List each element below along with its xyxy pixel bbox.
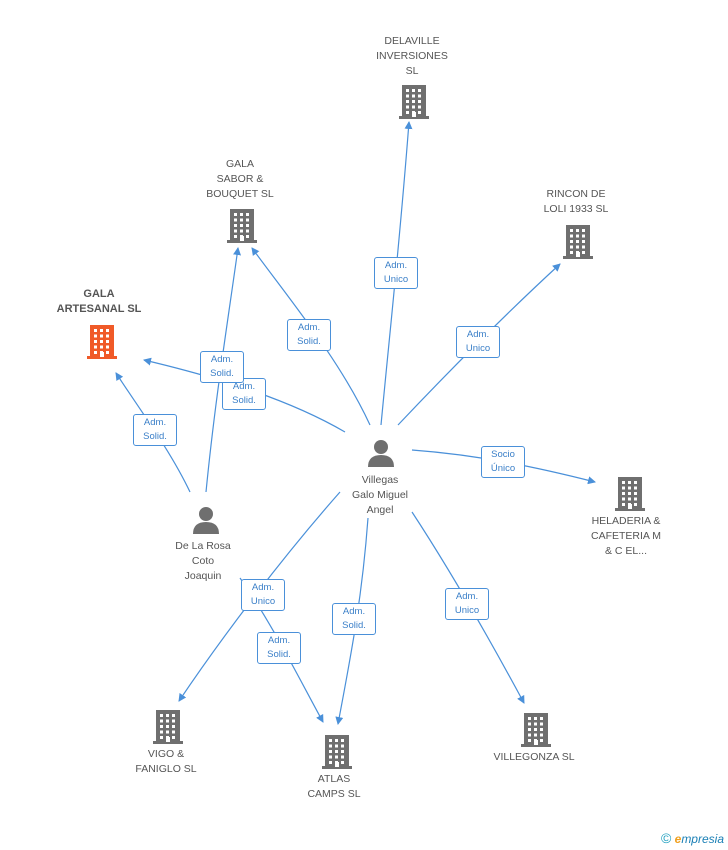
- company-node-rincon[interactable]: RINCON DE LOLI 1933 SL: [526, 187, 626, 217]
- building-icon: [87, 324, 117, 365]
- person-label: Villegas Galo Miguel Angel: [351, 474, 409, 516]
- company-label: HELADERIA & CAFETERIA M & C EL...: [590, 515, 661, 557]
- relation-label[interactable]: Adm. Unico: [241, 579, 285, 611]
- building-icon: [399, 84, 429, 125]
- person-icon: [366, 438, 396, 473]
- company-node-heladeria[interactable]: HELADERIA & CAFETERIA M & C EL...: [576, 514, 676, 559]
- person-node-villegas[interactable]: Villegas Galo Miguel Angel: [330, 473, 430, 518]
- building-icon: [521, 712, 551, 753]
- company-label: GALA SABOR & BOUQUET SL: [206, 158, 274, 200]
- copyright-symbol: ©: [660, 830, 672, 846]
- person-label: De La Rosa Coto Joaquin: [175, 540, 231, 582]
- company-node-delaville[interactable]: DELAVILLE INVERSIONES SL: [362, 34, 462, 79]
- person-node-delarosa[interactable]: De La Rosa Coto Joaquin: [153, 539, 253, 584]
- company-node-villegonza[interactable]: VILLEGONZA SL: [474, 750, 594, 765]
- company-label: RINCON DE LOLI 1933 SL: [543, 188, 609, 215]
- company-node-atlas[interactable]: ATLAS CAMPS SL: [284, 772, 384, 802]
- relation-label[interactable]: Adm. Solid.: [133, 414, 177, 446]
- company-label: GALA ARTESANAL SL: [56, 288, 142, 315]
- relation-label[interactable]: Adm. Unico: [456, 326, 500, 358]
- relation-label[interactable]: Adm. Solid.: [287, 319, 331, 351]
- relation-label[interactable]: Socio Único: [481, 446, 525, 478]
- relation-label[interactable]: Adm. Solid.: [332, 603, 376, 635]
- building-icon: [227, 208, 257, 249]
- company-label: DELAVILLE INVERSIONES SL: [376, 35, 448, 77]
- person-icon: [191, 505, 221, 540]
- brand-logo-e: e: [674, 832, 682, 846]
- relation-label[interactable]: Adm. Unico: [374, 257, 418, 289]
- relation-label[interactable]: Adm. Unico: [445, 588, 489, 620]
- company-node-vigo[interactable]: VIGO & FANIGLO SL: [116, 747, 216, 777]
- building-icon: [322, 734, 352, 775]
- relation-label[interactable]: Adm. Solid.: [257, 632, 301, 664]
- building-icon: [563, 224, 593, 265]
- building-icon: [615, 476, 645, 517]
- company-label: VIGO & FANIGLO SL: [135, 748, 197, 775]
- relation-label[interactable]: Adm. Solid.: [222, 378, 266, 410]
- company-node-gala-sabor[interactable]: GALA SABOR & BOUQUET SL: [190, 157, 290, 202]
- company-label: ATLAS CAMPS SL: [307, 773, 361, 800]
- relation-label[interactable]: Adm. Solid.: [200, 351, 244, 383]
- company-label: VILLEGONZA SL: [493, 751, 575, 763]
- company-node-gala-artesanal[interactable]: GALA ARTESANAL SL: [44, 287, 154, 317]
- building-icon: [153, 709, 183, 750]
- brand-logo-text: mpresia: [681, 832, 724, 846]
- brand-footer: © empresia: [661, 830, 724, 846]
